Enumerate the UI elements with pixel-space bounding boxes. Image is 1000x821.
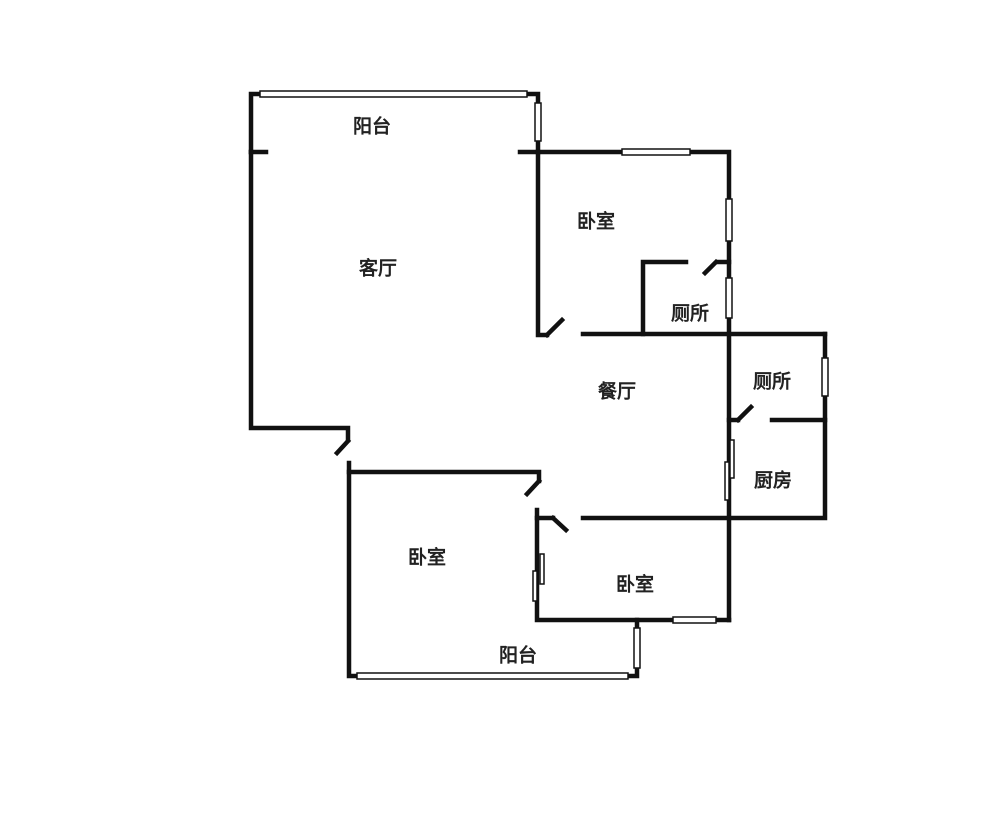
- window: [539, 553, 545, 585]
- window: [725, 277, 733, 319]
- window: [724, 461, 730, 501]
- label-dining-room: 餐厅: [597, 380, 637, 403]
- window: [621, 148, 691, 156]
- label-bedroom-sw: 卧室: [407, 546, 447, 569]
- window: [534, 102, 542, 142]
- label-toilet-2: 厕所: [752, 370, 792, 393]
- window: [672, 616, 717, 624]
- label-kitchen: 厨房: [753, 469, 793, 492]
- window: [821, 357, 829, 397]
- window: [259, 90, 528, 98]
- label-balcony-bottom: 阳台: [498, 644, 538, 667]
- label-bedroom-ne: 卧室: [576, 210, 616, 233]
- window: [633, 627, 641, 669]
- label-bedroom-s: 卧室: [615, 573, 655, 596]
- label-toilet-1: 厕所: [670, 302, 710, 325]
- window: [725, 198, 733, 242]
- label-living-room: 客厅: [358, 257, 398, 280]
- window: [729, 439, 735, 479]
- window: [356, 672, 629, 680]
- walls: [248, 91, 828, 679]
- window: [532, 570, 538, 602]
- windows: [259, 90, 829, 680]
- label-balcony-top: 阳台: [352, 115, 392, 138]
